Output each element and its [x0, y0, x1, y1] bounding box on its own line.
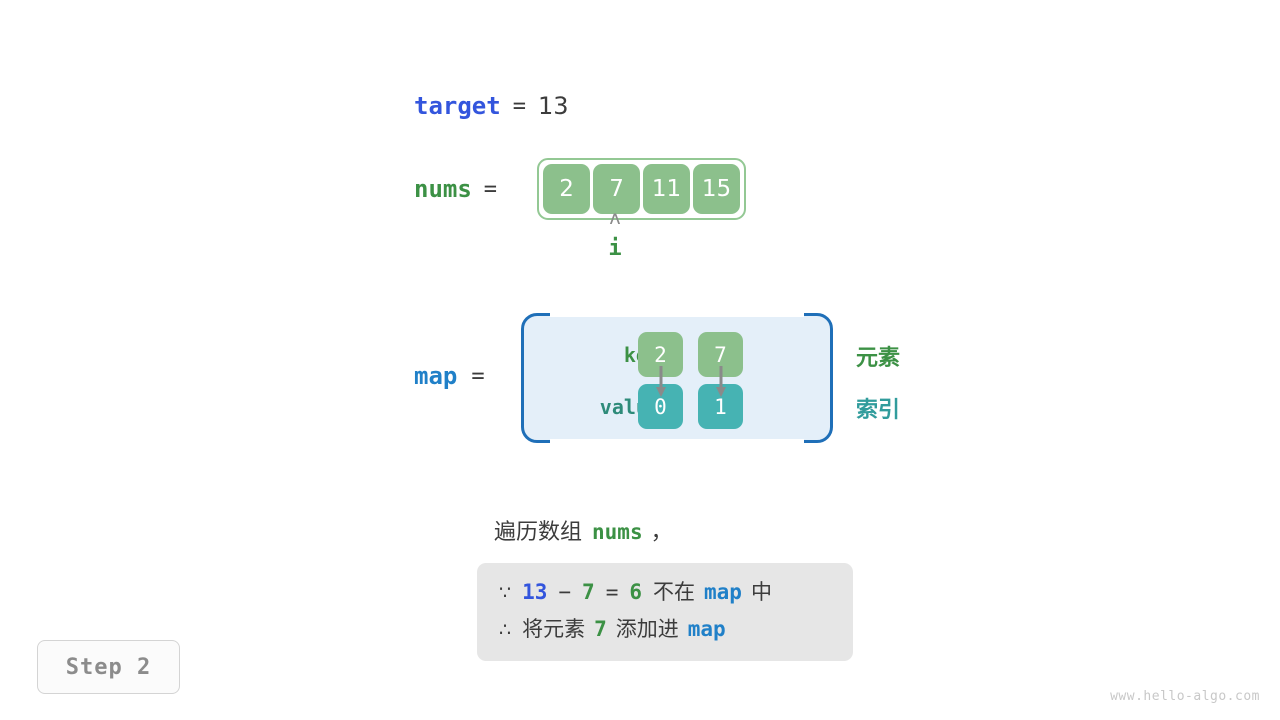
map-value-cell: 1 — [698, 384, 743, 429]
nums-array: 2 7 11 15 — [537, 158, 747, 220]
reasoning-keyword-map: map — [687, 617, 726, 641]
therefore-symbol: ∴ — [499, 619, 512, 641]
reasoning-operand-a: 13 — [522, 580, 548, 604]
key-side-note: 元素 — [856, 346, 901, 371]
map-row: map = — [414, 362, 485, 390]
nums-row: nums = 2 7 11 15 — [414, 158, 747, 220]
caption-line: 遍历数组 nums ， — [494, 514, 673, 546]
caption-suffix: ， — [650, 520, 673, 545]
reasoning-operand-b: 7 — [582, 580, 595, 604]
reasoning-text-mid-2: 添加进 — [615, 617, 679, 641]
target-value: 13 — [537, 92, 569, 120]
target-equals: = — [512, 93, 526, 119]
reasoning-text-start: 将元素 — [522, 617, 586, 641]
caption-keyword: nums — [592, 520, 643, 544]
index-pointer: ʌ i — [600, 207, 630, 262]
reasoning-equals: = — [605, 580, 619, 604]
caret-up-icon: ʌ — [609, 207, 621, 229]
map-equals: = — [471, 363, 485, 389]
nums-equals: = — [483, 176, 498, 202]
caption-prefix: 遍历数组 — [494, 520, 583, 545]
arrow-down-icon — [715, 366, 727, 398]
because-symbol: ∵ — [499, 582, 512, 604]
target-row: target = 13 — [414, 92, 569, 120]
pointer-label: i — [608, 236, 622, 261]
map-inner: key value 2 7 0 1 — [524, 316, 830, 440]
array-cell: 2 — [543, 164, 591, 214]
reasoning-keyword-map: map — [704, 580, 742, 604]
reasoning-added-value: 7 — [594, 617, 607, 641]
reasoning-box: ∵ 13 − 7 = 6 不在 map 中 ∴ 将元素 7 添加进 — [477, 563, 853, 661]
arrow-down-icon — [655, 366, 667, 398]
map-container: key value 2 7 0 1 — [521, 312, 833, 444]
array-cell: 7 — [593, 164, 641, 214]
array-cell: 11 — [643, 164, 691, 214]
step-badge: Step 2 — [37, 640, 180, 694]
value-side-note: 索引 — [856, 398, 901, 423]
nums-label: nums — [414, 175, 472, 203]
watermark: www.hello-algo.com — [1110, 689, 1260, 704]
map-label: map — [414, 362, 458, 390]
reasoning-text-mid: 不在 — [653, 580, 696, 604]
reasoning-line-1: ∵ 13 − 7 = 6 不在 map 中 — [499, 574, 831, 611]
target-label: target — [414, 92, 501, 120]
reasoning-result: 6 — [629, 580, 643, 604]
reasoning-text-end: 中 — [750, 580, 772, 604]
reasoning-minus: − — [558, 580, 572, 604]
array-cell: 15 — [693, 164, 741, 214]
reasoning-line-2: ∴ 将元素 7 添加进 map — [499, 611, 831, 648]
map-key-cell: 7 — [698, 332, 743, 377]
